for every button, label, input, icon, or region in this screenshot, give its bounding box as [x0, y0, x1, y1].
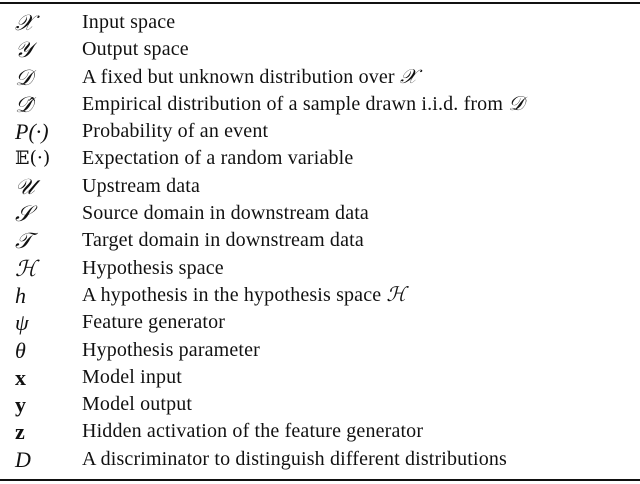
symbol-cell: h — [15, 282, 26, 308]
description-cell: Target domain in downstream data — [82, 227, 364, 254]
table-row: θ Hypothesis parameter — [0, 337, 640, 364]
table-row: 𝒴 Output space — [0, 36, 640, 63]
description-text: A discriminator to distinguish different… — [82, 447, 507, 470]
table-row: 𝒟 A fixed but unknown distribution over … — [0, 64, 640, 91]
description-cell: Model output — [82, 391, 192, 418]
math-symbol: 𝒳 — [399, 65, 418, 88]
description-text: Output space — [82, 38, 189, 61]
description-cell: A hypothesis in the hypothesis space ℋ — [82, 282, 406, 309]
table-row: h A hypothesis in the hypothesis space ℋ — [0, 282, 640, 309]
symbol-cell: ℋ — [15, 255, 37, 281]
table-row: y Model output — [0, 391, 640, 418]
description-cell: A fixed but unknown distribution over 𝒳 — [82, 64, 417, 91]
symbol-cell: 𝒟̂ — [15, 91, 33, 117]
table-row: P(·) Probability of an event — [0, 118, 640, 145]
math-symbol: 𝒟 — [508, 92, 525, 115]
description-cell: Upstream data — [82, 173, 200, 200]
table-row: ψ Feature generator — [0, 309, 640, 336]
symbol-cell: θ — [15, 337, 26, 363]
symbol-cell: y — [15, 392, 26, 418]
description-text: Input space — [82, 11, 176, 33]
symbol-cell: 𝒳 — [15, 10, 34, 35]
symbol-cell: D — [15, 446, 31, 472]
symbol-cell: 𝒟 — [15, 64, 33, 90]
table-top-rule — [0, 2, 640, 4]
table-row: 𝒰 Upstream data — [0, 173, 640, 200]
description-text: Feature generator — [82, 311, 226, 334]
description-cell: Feature generator — [82, 309, 225, 336]
description-text: A fixed but unknown distribution over — [82, 65, 395, 88]
table-row: x Model input — [0, 364, 640, 391]
symbol-cell: ψ — [15, 310, 29, 336]
table-row: 𝒯 Target domain in downstream data — [0, 227, 640, 254]
description-text: Probability of an event — [82, 120, 269, 143]
description-text: Source domain in downstream data — [82, 202, 369, 225]
description-text: Hypothesis space — [82, 256, 224, 279]
description-cell: Output space — [82, 36, 189, 63]
symbol-cell: x — [15, 364, 26, 390]
description-text: Model output — [82, 393, 193, 416]
description-cell: Expectation of a random variable — [82, 145, 353, 172]
table-row: 𝒟̂ Empirical distribution of a sample dr… — [0, 91, 640, 118]
description-text: A hypothesis in the hypothesis space — [82, 283, 382, 306]
table-bottom-rule — [0, 479, 640, 481]
table-row: ℋ Hypothesis space — [0, 255, 640, 282]
description-text: Upstream data — [82, 174, 201, 197]
notation-table: 𝒳 Input space 𝒴 Output space 𝒟 A fixed b… — [0, 9, 640, 473]
table-row: 𝒮 Source domain in downstream data — [0, 200, 640, 227]
description-text: Expectation of a random variable — [82, 147, 354, 170]
symbol-cell: 𝒰 — [15, 173, 35, 199]
table-row: z Hidden activation of the feature gener… — [0, 418, 640, 445]
table-row: 𝒳 Input space — [0, 9, 640, 36]
description-cell: Probability of an event — [82, 118, 268, 145]
description-text: Empirical distribution of a sample drawn… — [82, 92, 504, 115]
description-cell: Source domain in downstream data — [82, 200, 369, 227]
table-row: D A discriminator to distinguish differe… — [0, 446, 640, 473]
description-cell: Input space — [82, 9, 175, 36]
symbol-cell: 𝔼(·) — [15, 147, 51, 170]
description-cell: Empirical distribution of a sample drawn… — [82, 91, 524, 118]
description-cell: Hypothesis space — [82, 255, 224, 282]
symbol-cell: z — [15, 419, 25, 445]
description-text: Target domain in downstream data — [82, 229, 364, 252]
symbol-cell: P(·) — [15, 119, 49, 145]
description-cell: Model input — [82, 364, 182, 391]
symbol-cell: 𝒯 — [15, 228, 32, 254]
description-cell: A discriminator to distinguish different… — [82, 446, 507, 473]
description-text: Hypothesis parameter — [82, 338, 260, 361]
description-cell: Hypothesis parameter — [82, 337, 260, 364]
math-symbol: ℋ — [386, 283, 407, 306]
table-row: 𝔼(·) Expectation of a random variable — [0, 145, 640, 172]
description-text: Model input — [82, 365, 182, 388]
symbol-cell: 𝒮 — [15, 201, 33, 227]
symbol-cell: 𝒴 — [15, 37, 33, 63]
description-text: Hidden activation of the feature generat… — [82, 420, 424, 443]
description-cell: Hidden activation of the feature generat… — [82, 418, 423, 445]
